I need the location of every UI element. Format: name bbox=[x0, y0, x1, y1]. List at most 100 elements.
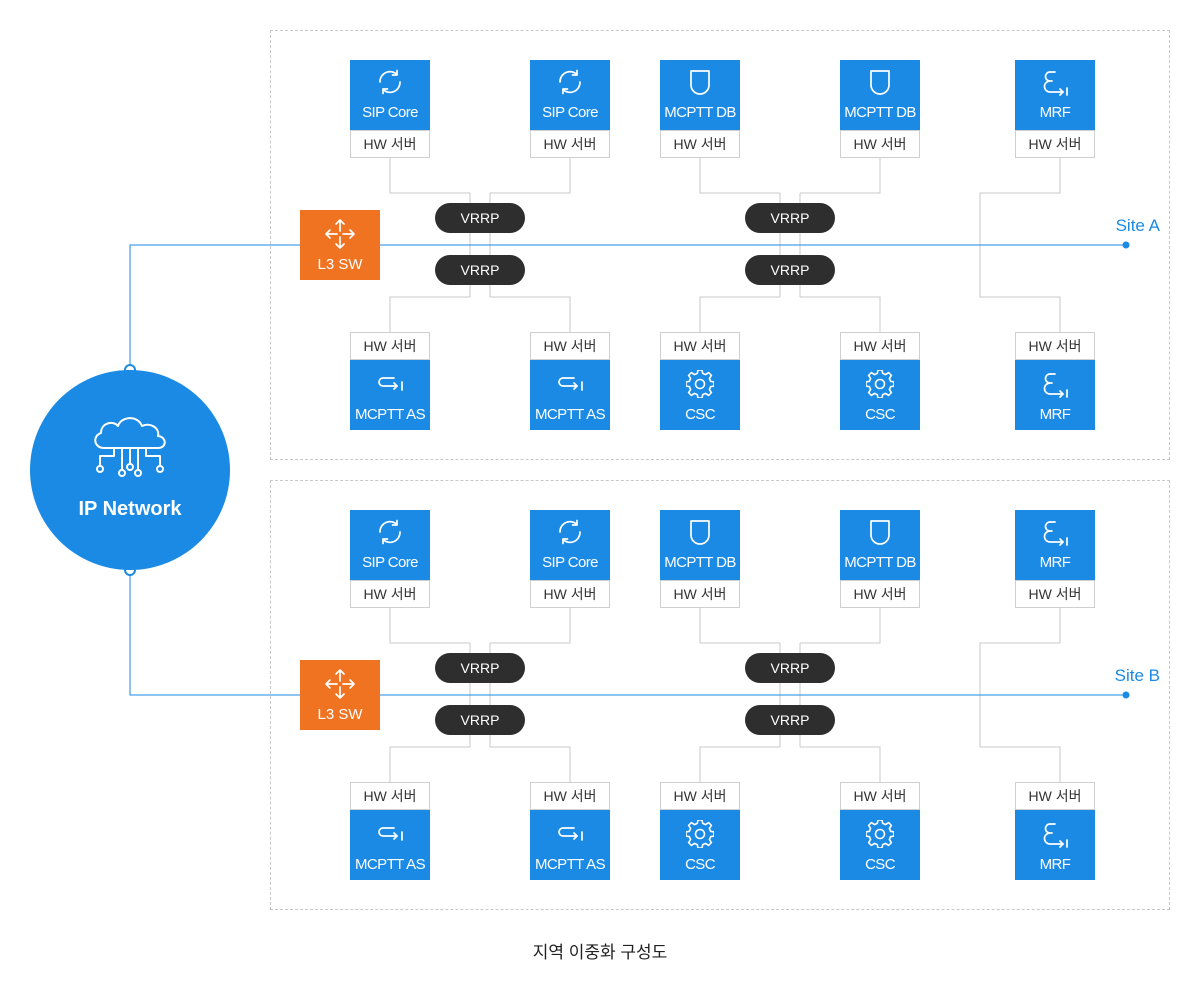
service-block: CSC bbox=[660, 360, 740, 430]
service-label: MRF bbox=[1039, 554, 1071, 571]
service-block: SIP Core bbox=[530, 510, 610, 580]
service-block: CSC bbox=[840, 810, 920, 880]
service-label: MCPTT AS bbox=[355, 406, 426, 423]
service-block: MCPTT AS bbox=[350, 810, 430, 880]
service-block: MCPTT AS bbox=[530, 810, 610, 880]
gear-icon bbox=[866, 820, 894, 848]
l3-switch-node: L3 SW bbox=[300, 660, 380, 730]
server-node: HW 서버 MCPTT AS bbox=[350, 332, 430, 430]
bottom-connector bbox=[800, 296, 881, 332]
service-label: MRF bbox=[1039, 406, 1071, 423]
hw-server-label: HW 서버 bbox=[350, 130, 430, 158]
service-block: MRF bbox=[1015, 810, 1095, 880]
service-block: SIP Core bbox=[350, 60, 430, 130]
bottom-connector bbox=[699, 296, 780, 332]
hw-server-label: HW 서버 bbox=[660, 580, 740, 608]
site-link-line bbox=[129, 244, 1126, 370]
top-connector bbox=[389, 158, 470, 194]
vrrp-pill: VRRP bbox=[435, 203, 525, 233]
server-node: SIP Core HW 서버 bbox=[350, 60, 430, 158]
service-label: MCPTT AS bbox=[535, 856, 606, 873]
service-label: MCPTT DB bbox=[664, 554, 736, 571]
hw-server-label: HW 서버 bbox=[350, 782, 430, 810]
top-connector bbox=[800, 608, 881, 644]
media-icon bbox=[1043, 521, 1068, 546]
server-node: HW 서버 MRF bbox=[1015, 782, 1095, 880]
hw-server-label: HW 서버 bbox=[350, 580, 430, 608]
service-label: CSC bbox=[685, 856, 715, 873]
service-label: CSC bbox=[865, 406, 895, 423]
hw-server-label: HW 서버 bbox=[660, 332, 740, 360]
site-label: Site A bbox=[1115, 216, 1160, 235]
server-node: HW 서버 CSC bbox=[840, 782, 920, 880]
hw-server-label: HW 서버 bbox=[840, 130, 920, 158]
gear-icon bbox=[866, 370, 894, 398]
service-block: CSC bbox=[660, 810, 740, 880]
app-server-icon bbox=[558, 827, 583, 841]
switch-arrows-icon bbox=[325, 219, 355, 249]
hw-server-label: HW 서버 bbox=[840, 332, 920, 360]
service-label: MCPTT DB bbox=[664, 104, 736, 121]
service-block: MCPTT DB bbox=[660, 510, 740, 580]
service-label: MCPTT AS bbox=[535, 406, 606, 423]
switch-arrows-icon bbox=[325, 669, 355, 699]
service-label: MCPTT DB bbox=[844, 104, 916, 121]
service-block: MCPTT DB bbox=[660, 60, 740, 130]
ip-network-node: IP Network bbox=[30, 370, 230, 570]
media-icon bbox=[1043, 71, 1068, 96]
vrrp-pill: VRRP bbox=[435, 255, 525, 285]
bottom-connector bbox=[389, 746, 470, 782]
hw-server-label: HW 서버 bbox=[1015, 130, 1095, 158]
database-icon bbox=[690, 70, 710, 95]
service-label: SIP Core bbox=[542, 104, 598, 121]
service-label: CSC bbox=[865, 856, 895, 873]
vrrp-pill: VRRP bbox=[435, 653, 525, 683]
diagram-caption: 지역 이중화 구성도 bbox=[532, 943, 668, 962]
site-endpoint-dot bbox=[1122, 691, 1130, 699]
service-label: MRF bbox=[1039, 856, 1071, 873]
server-node: HW 서버 MCPTT AS bbox=[350, 782, 430, 880]
top-connector bbox=[800, 158, 881, 194]
gear-icon bbox=[686, 370, 714, 398]
server-node: HW 서버 CSC bbox=[840, 332, 920, 430]
vrrp-pill: VRRP bbox=[745, 705, 835, 735]
service-block: MCPTT DB bbox=[840, 510, 920, 580]
database-icon bbox=[870, 70, 890, 95]
service-label: SIP Core bbox=[362, 554, 418, 571]
hw-server-label: HW 서버 bbox=[840, 580, 920, 608]
service-label: MRF bbox=[1039, 104, 1071, 121]
media-icon bbox=[1043, 823, 1068, 848]
media-icon bbox=[1043, 373, 1068, 398]
service-label: SIP Core bbox=[362, 104, 418, 121]
service-block: MRF bbox=[1015, 360, 1095, 430]
server-node: SIP Core HW 서버 bbox=[350, 510, 430, 608]
service-block: MCPTT AS bbox=[530, 360, 610, 430]
vrrp-pill: VRRP bbox=[745, 653, 835, 683]
top-connector bbox=[490, 158, 571, 194]
app-server-icon bbox=[378, 827, 403, 841]
service-label: MCPTT DB bbox=[844, 554, 916, 571]
sync-icon bbox=[379, 519, 401, 545]
top-connector bbox=[490, 608, 571, 644]
hw-server-label: HW 서버 bbox=[840, 782, 920, 810]
ip-network-label: IP Network bbox=[78, 498, 182, 520]
l3-switch-label: L3 SW bbox=[317, 706, 363, 723]
service-block: MRF bbox=[1015, 60, 1095, 130]
service-label: MCPTT AS bbox=[355, 856, 426, 873]
service-label: CSC bbox=[685, 406, 715, 423]
service-block: MRF bbox=[1015, 510, 1095, 580]
l3-switch-label: L3 SW bbox=[317, 256, 363, 273]
server-node: MCPTT DB HW 서버 bbox=[660, 510, 740, 608]
l3-switch-node: L3 SW bbox=[300, 210, 380, 280]
hw-server-label: HW 서버 bbox=[1015, 782, 1095, 810]
service-label: SIP Core bbox=[542, 554, 598, 571]
hw-server-label: HW 서버 bbox=[350, 332, 430, 360]
site-label: Site B bbox=[1114, 666, 1160, 685]
bottom-connector bbox=[800, 746, 881, 782]
